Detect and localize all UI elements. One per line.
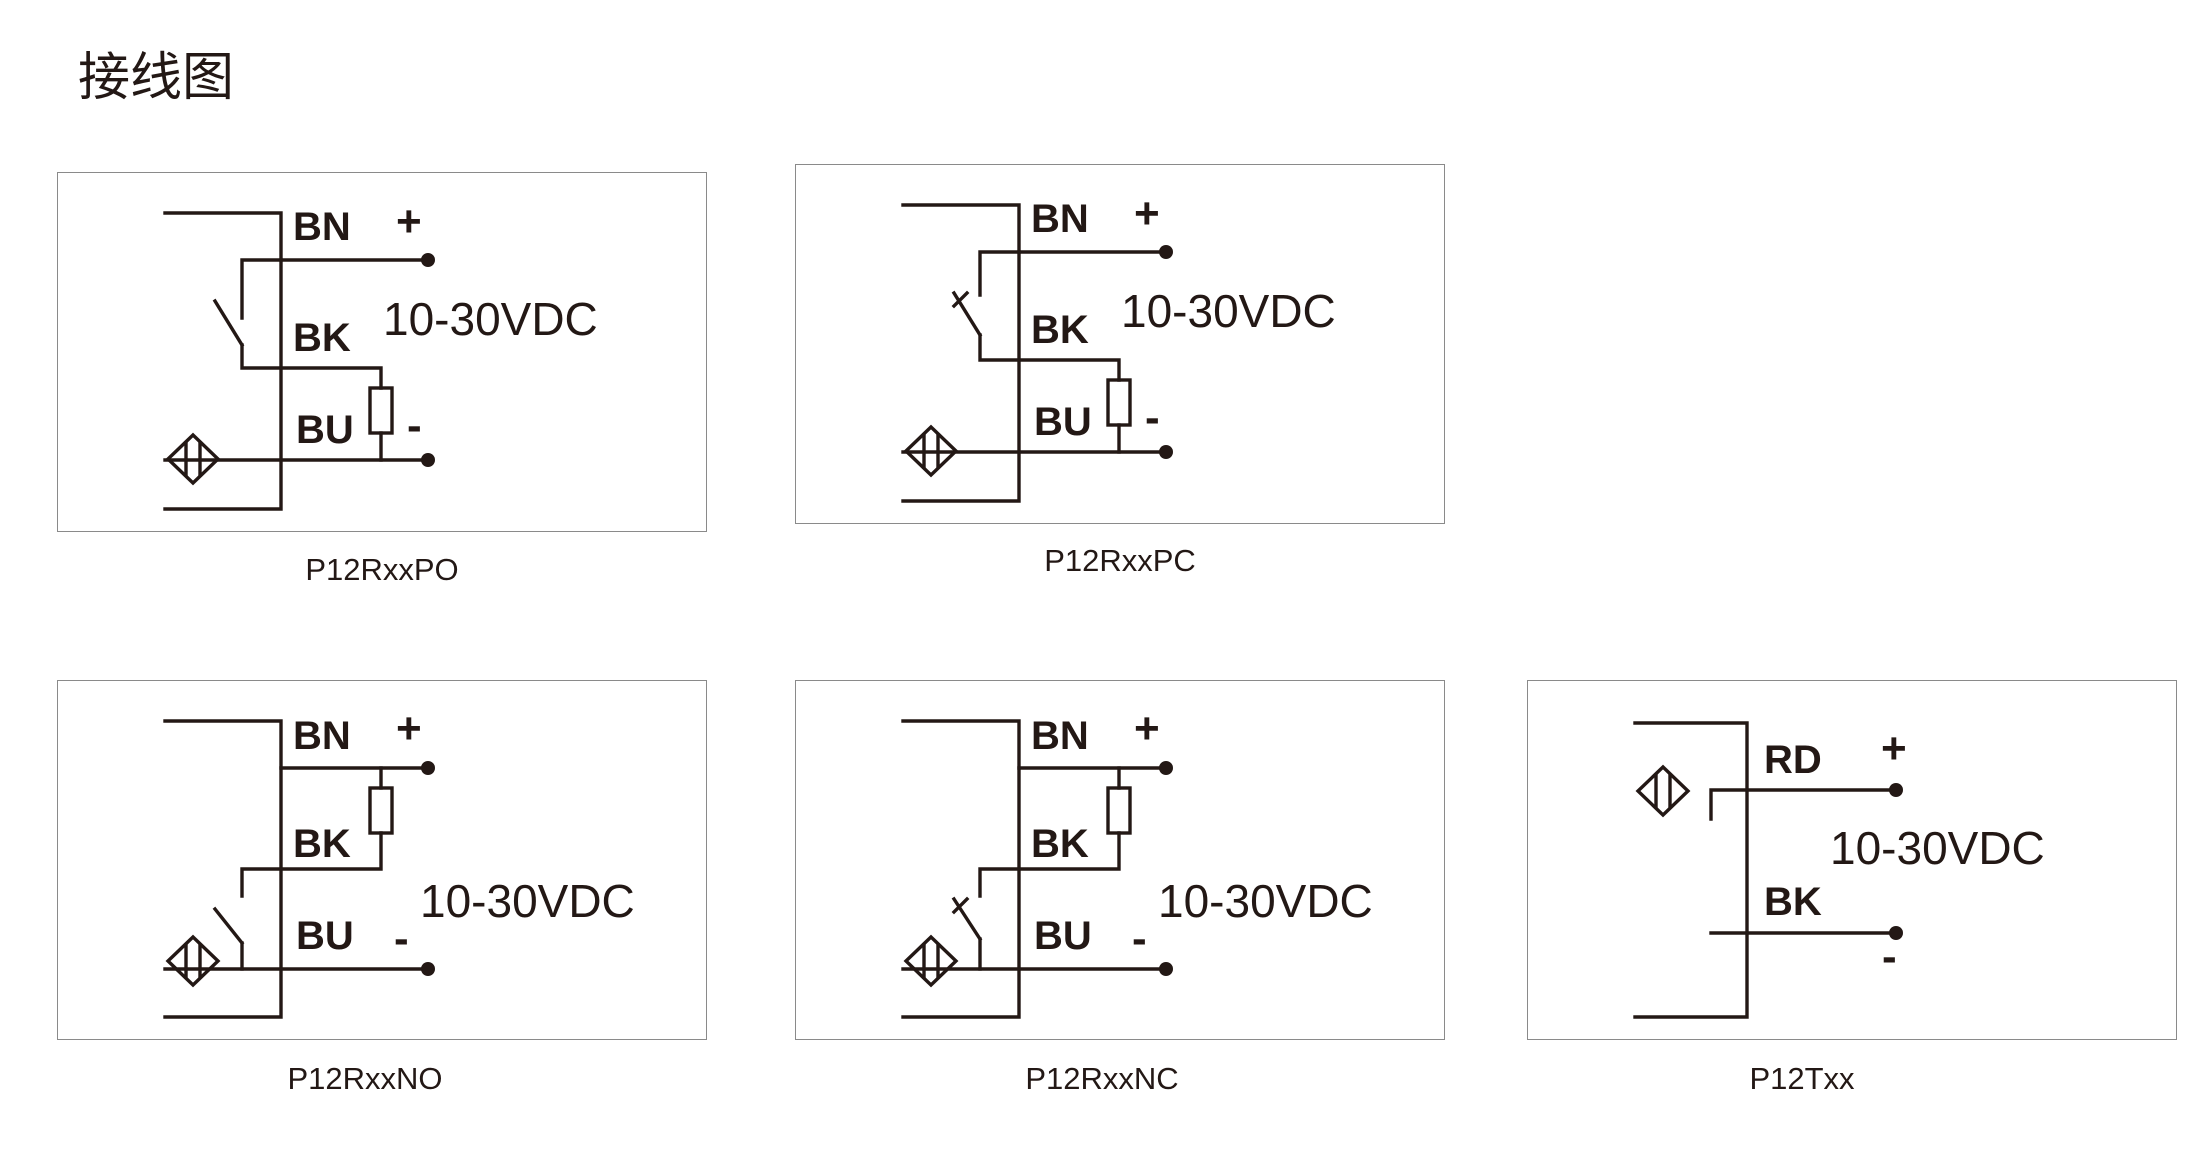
load-resistor [1106, 378, 1132, 427]
switch-contact-nc [951, 896, 983, 942]
caption-p12txx: P12Txx [1749, 1061, 1855, 1096]
bk-label: BK [293, 316, 351, 360]
sensor-symbol-bars [1654, 773, 1672, 809]
sensor-symbol-icon [165, 934, 221, 988]
rd-wire [1709, 788, 1898, 821]
sensor-symbol-icon [903, 934, 959, 988]
sensor-symbol-bars [922, 943, 940, 979]
bn-terminal [421, 761, 435, 775]
sensor-body-outline [163, 211, 283, 511]
bn-terminal [1159, 761, 1173, 775]
switch-top-lead [240, 258, 283, 320]
sensor-body-outline [1633, 721, 1749, 1019]
plus-label: + [396, 704, 422, 753]
switch-contact-nc [951, 290, 983, 338]
bn-label: BN [1031, 714, 1089, 758]
caption-p12rxxpo: P12RxxPO [305, 552, 459, 587]
caption-p12rxxno: P12RxxNO [287, 1061, 443, 1096]
caption-p12rxxnc: P12RxxNC [1025, 1061, 1179, 1096]
plus-label: + [1881, 724, 1907, 773]
caption-p12rxxpc: P12RxxPC [1044, 543, 1196, 578]
bn-terminal [1159, 245, 1173, 259]
bu-label: BU [1034, 400, 1092, 444]
minus-label: - [1132, 914, 1147, 963]
bu-label: BU [1034, 914, 1092, 958]
load-resistor [1106, 786, 1132, 835]
sensor-symbol-bars [184, 943, 202, 979]
bu-label: BU [296, 408, 354, 452]
bu-terminal [421, 453, 435, 467]
switch-contact-no [212, 906, 245, 946]
bn-label: BN [293, 714, 351, 758]
sensor-symbol-bars [184, 441, 202, 477]
switch-top-lead [978, 250, 1021, 297]
bn-label: BN [293, 205, 351, 249]
bk-output-wire [978, 831, 1121, 898]
minus-label: - [407, 401, 422, 450]
wiring-diagram-p12rxxpc: BN + BK 10-30VDC BU - [795, 164, 1445, 524]
switch-nc-mark [951, 896, 970, 915]
bu-terminal [1159, 445, 1173, 459]
switch-nc-mark [951, 290, 970, 309]
bk-output-wire [240, 343, 383, 390]
voltage-label: 10-30VDC [1158, 875, 1373, 927]
voltage-label: 10-30VDC [1830, 822, 2045, 874]
wiring-diagram-p12rxxno: BN + BK 10-30VDC BU - [57, 680, 707, 1040]
wiring-diagram-p12rxxpo: BN + BK 10-30VDC BU - [57, 172, 707, 532]
bk-terminal [1889, 926, 1903, 940]
minus-label: - [394, 914, 409, 963]
switch-contact-no [212, 298, 245, 348]
bk-output-wire [978, 333, 1121, 382]
bk-label: BK [293, 822, 351, 866]
voltage-label: 10-30VDC [383, 293, 598, 345]
bk-label: BK [1764, 880, 1822, 924]
minus-label: - [1145, 393, 1160, 442]
load-resistor [368, 786, 394, 835]
bk-label: BK [1031, 308, 1089, 352]
load-resistor [368, 386, 394, 435]
sensor-body-outline [901, 203, 1021, 503]
plus-label: + [396, 197, 422, 246]
minus-label: - [1882, 932, 1897, 981]
sensor-symbol-icon [1635, 764, 1691, 818]
plus-label: + [1134, 189, 1160, 238]
page-title: 接线图 [78, 48, 235, 108]
wiring-diagram-p12rxxnc: BN + BK 10-30VDC BU - [795, 680, 1445, 1040]
rd-terminal [1889, 783, 1903, 797]
wiring-diagram-p12txx: RD + 10-30VDC BK - [1527, 680, 2177, 1040]
bk-output-wire [240, 831, 383, 898]
bu-terminal [1159, 962, 1173, 976]
voltage-label: 10-30VDC [1121, 285, 1336, 337]
voltage-label: 10-30VDC [420, 875, 635, 927]
sensor-symbol-bars [922, 433, 940, 469]
bn-terminal [421, 253, 435, 267]
bn-label: BN [1031, 197, 1089, 241]
bk-label: BK [1031, 822, 1089, 866]
bu-terminal [421, 962, 435, 976]
bu-label: BU [296, 914, 354, 958]
rd-label: RD [1764, 738, 1822, 782]
plus-label: + [1134, 704, 1160, 753]
